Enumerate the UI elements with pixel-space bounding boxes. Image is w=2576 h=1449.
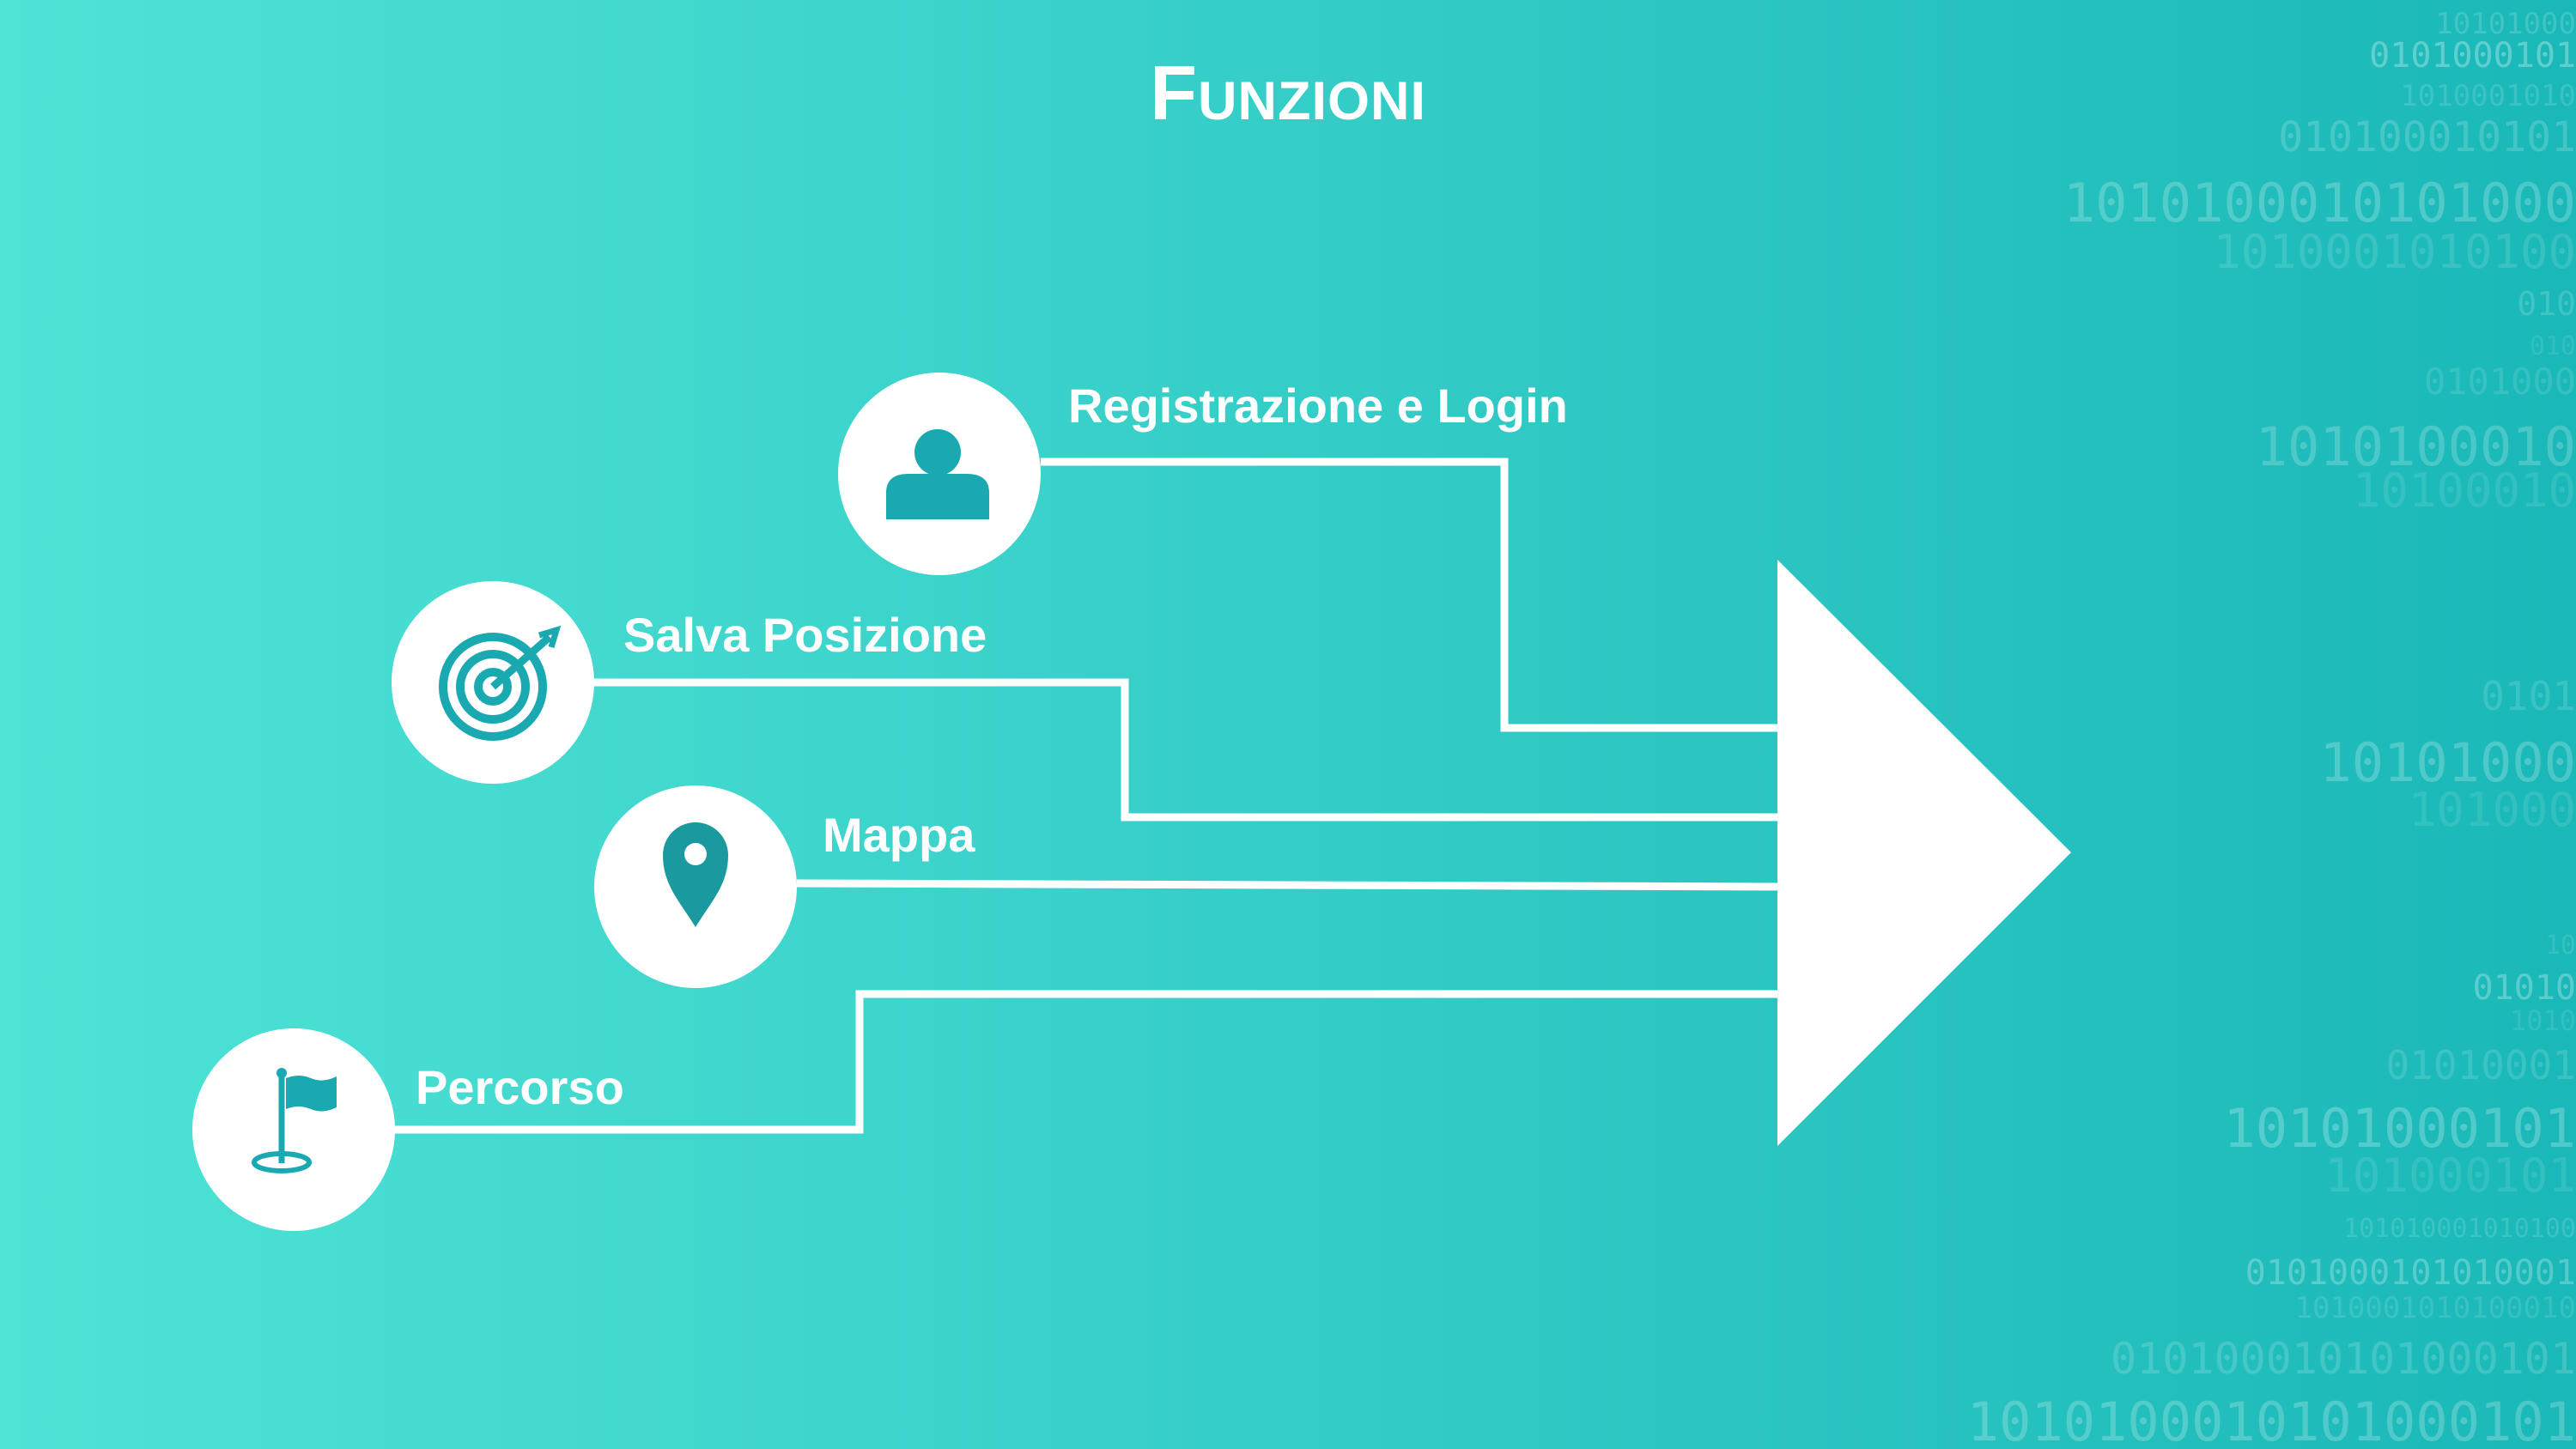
binary-text: 1010001010 bbox=[2400, 79, 2576, 113]
connector-salva-posizione bbox=[594, 678, 1779, 822]
binary-text: 10101000 bbox=[2435, 7, 2576, 41]
user-icon bbox=[886, 429, 989, 519]
node-registrazione-login bbox=[838, 373, 1041, 575]
connectors bbox=[395, 458, 1780, 1134]
binary-text: 1010100010 bbox=[2255, 415, 2576, 478]
binary-text: 010100010101 bbox=[2278, 113, 2576, 161]
page-title: Funzioni bbox=[1150, 51, 1426, 136]
binary-text: 010 bbox=[2517, 285, 2576, 323]
binary-text: 0101000101 bbox=[2369, 36, 2576, 76]
connector-percorso bbox=[395, 990, 1779, 1134]
target-icon bbox=[439, 625, 562, 741]
connector-mappa bbox=[796, 879, 1780, 891]
binary-text: 10 bbox=[2544, 931, 2576, 961]
label-mappa: Mappa bbox=[823, 808, 975, 862]
binary-text: 1010100010101000101 bbox=[1966, 1391, 2576, 1449]
map-pin-icon bbox=[663, 822, 728, 927]
binary-text: 0101 bbox=[2481, 673, 2576, 719]
binary-text: 101000101 bbox=[2324, 1149, 2576, 1203]
binary-text: 10101000101 bbox=[2223, 1097, 2576, 1160]
binary-text: 010100010101000101 bbox=[2111, 1334, 2576, 1384]
binary-text: 01010 bbox=[2472, 968, 2576, 1008]
label-salva-posizione: Salva Posizione bbox=[623, 608, 987, 662]
binary-text: 1010001010100010 bbox=[2294, 1291, 2576, 1325]
label-registrazione-login: Registrazione e Login bbox=[1068, 379, 1568, 433]
binary-text: 101000 bbox=[2408, 783, 2576, 837]
node-mappa bbox=[594, 785, 797, 988]
binary-text: 010 bbox=[2529, 331, 2576, 361]
binary-text: 01010001 bbox=[2385, 1042, 2576, 1088]
label-percorso: Percorso bbox=[416, 1060, 624, 1114]
node-salva-posizione bbox=[392, 581, 594, 784]
binary-text: 0101000101010001 bbox=[2245, 1253, 2576, 1293]
binary-text: 1010001010100 bbox=[2213, 225, 2576, 279]
node-percorso bbox=[192, 1028, 395, 1231]
arrow-head bbox=[1777, 560, 2071, 1146]
binary-text: 1010 bbox=[2509, 1004, 2576, 1037]
flag-icon bbox=[252, 1068, 337, 1173]
connector-registrazione-login bbox=[1041, 458, 1779, 732]
binary-text: 101010001010100 bbox=[2343, 1214, 2576, 1244]
binary-text: 0101000 bbox=[2423, 361, 2576, 403]
binary-text: 1010100010101000 bbox=[2063, 172, 2576, 234]
binary-text: 10100010 bbox=[2352, 464, 2576, 518]
binary-text: 10101000 bbox=[2319, 731, 2576, 794]
